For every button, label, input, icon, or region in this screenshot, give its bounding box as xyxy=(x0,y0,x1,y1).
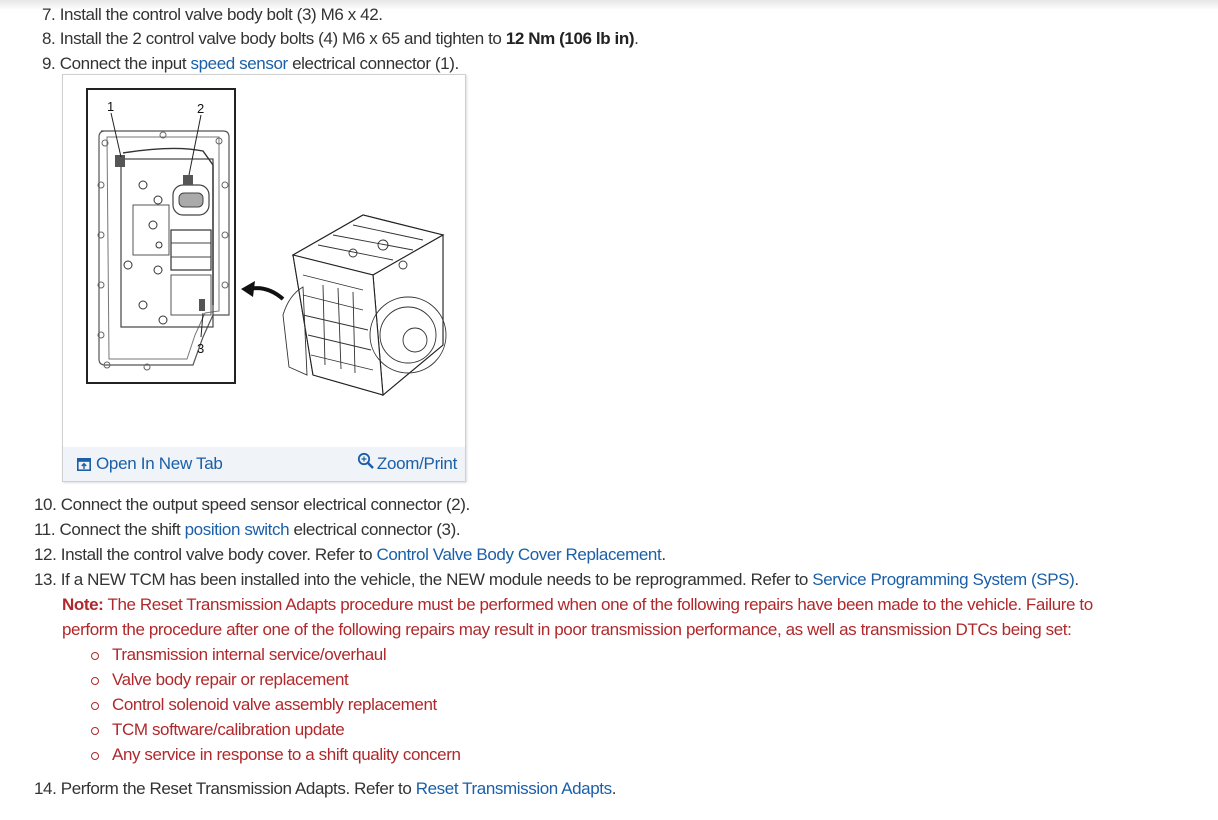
step-9: 9. Connect the input speed sensor electr… xyxy=(42,54,459,74)
open-new-tab-button[interactable]: Open In New Tab xyxy=(77,454,223,474)
step-number: 8. xyxy=(42,29,56,48)
step-text-end: . xyxy=(1074,570,1079,589)
zoom-print-button[interactable]: Zoom/Print xyxy=(357,452,457,474)
step-text-end: electrical connector (1). xyxy=(287,54,459,73)
callout-1: 1 xyxy=(107,99,114,114)
step-number: 14. xyxy=(34,779,57,798)
callout-2: 2 xyxy=(197,101,204,116)
step-text: Connect the output speed sensor electric… xyxy=(60,495,470,514)
step-10: 10. Connect the output speed sensor elec… xyxy=(34,495,470,515)
note-text: The Reset Transmission Adapts procedure … xyxy=(103,595,1093,614)
note-list-item: Any service in response to a shift quali… xyxy=(112,745,461,764)
top-shadow xyxy=(0,0,1218,10)
bullet-icon xyxy=(91,727,99,735)
open-new-tab-icon xyxy=(77,457,91,471)
step-number: 10. xyxy=(34,495,57,514)
step-number: 9. xyxy=(42,54,56,73)
step-12: 12. Install the control valve body cover… xyxy=(34,545,666,565)
figure-container: 1 2 3 Op xyxy=(62,74,466,482)
step-text: Install the control valve body bolt (3) … xyxy=(59,5,383,24)
note-list-item: Control solenoid valve assembly replacem… xyxy=(112,695,437,714)
reset-transmission-adapts-link[interactable]: Reset Transmission Adapts xyxy=(415,779,612,798)
note-list-item: Valve body repair or replacement xyxy=(112,670,349,689)
step-7: 7. Install the control valve body bolt (… xyxy=(42,5,383,25)
sps-link[interactable]: Service Programming System (SPS) xyxy=(812,570,1075,589)
step-number: 11. xyxy=(34,520,56,539)
step-text: Connect the input xyxy=(59,54,191,73)
step-number: 13. xyxy=(34,570,57,589)
note-list-item: Transmission internal service/overhaul xyxy=(112,645,387,664)
bullet-icon xyxy=(91,702,99,710)
step-text: Connect the shift xyxy=(59,520,185,539)
step-text: Install the control valve body cover. Re… xyxy=(60,545,377,564)
callout-3: 3 xyxy=(197,341,204,356)
figure-footer: Open In New Tab Zoom/Print xyxy=(63,447,465,481)
open-new-tab-label: Open In New Tab xyxy=(96,454,223,473)
step-14: 14. Perform the Reset Transmission Adapt… xyxy=(34,779,616,799)
step-text: Install the 2 control valve body bolts (… xyxy=(59,29,506,48)
zoom-print-label: Zoom/Print xyxy=(376,454,457,473)
note-line-1: Note: The Reset Transmission Adapts proc… xyxy=(62,595,1093,615)
step-text-end: . xyxy=(634,29,639,48)
step-8: 8. Install the 2 control valve body bolt… xyxy=(42,29,639,49)
note-text: perform the procedure after one of the f… xyxy=(62,620,1072,639)
bullet-icon xyxy=(91,652,99,660)
step-13: 13. If a NEW TCM has been installed into… xyxy=(34,570,1079,590)
step-number: 7. xyxy=(42,5,56,24)
step-text-end: . xyxy=(611,779,617,798)
step-number: 12. xyxy=(34,545,57,564)
torque-spec: 12 Nm (106 lb in) xyxy=(505,29,635,48)
speed-sensor-link[interactable]: speed sensor xyxy=(190,54,289,73)
position-switch-link[interactable]: position switch xyxy=(184,520,290,539)
bullet-icon xyxy=(91,677,99,685)
step-text-end: electrical connector (3). xyxy=(289,520,461,539)
step-11: 11. Connect the shift position switch el… xyxy=(34,520,461,540)
note-line-2: perform the procedure after one of the f… xyxy=(62,620,1072,640)
step-text-end: . xyxy=(661,545,666,564)
zoom-in-icon xyxy=(357,452,374,469)
note-list-item: TCM software/calibration update xyxy=(112,720,345,739)
step-text: If a NEW TCM has been installed into the… xyxy=(60,570,813,589)
control-valve-body-cover-link[interactable]: Control Valve Body Cover Replacement xyxy=(376,545,662,564)
bullet-icon xyxy=(91,752,99,760)
step-text: Perform the Reset Transmission Adapts. R… xyxy=(60,779,416,798)
note-label: Note: xyxy=(62,595,104,614)
transmission-diagram: 1 2 3 xyxy=(86,88,447,397)
